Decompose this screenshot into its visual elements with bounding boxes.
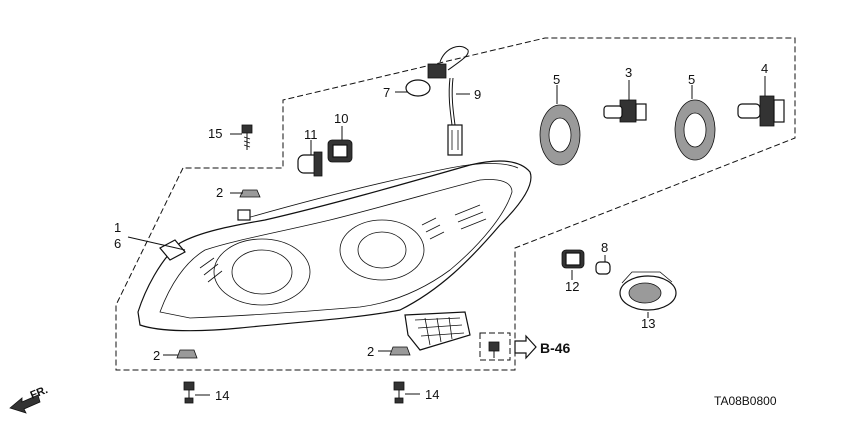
callout-4: 4 xyxy=(761,61,768,76)
bolt-left[interactable] xyxy=(183,381,195,404)
bulb-cap-left[interactable] xyxy=(539,104,581,166)
callout-9: 9 xyxy=(474,87,481,102)
turn-bulb-part[interactable] xyxy=(595,261,611,275)
callout-3: 3 xyxy=(625,65,632,80)
callout-7: 7 xyxy=(383,85,390,100)
diagram-code: TA08B0800 xyxy=(714,394,777,408)
callout-14-middle: 14 xyxy=(425,387,439,402)
callout-12: 12 xyxy=(565,279,579,294)
group-boundary xyxy=(115,37,796,371)
clip-top[interactable] xyxy=(239,189,261,198)
callout-8: 8 xyxy=(601,240,608,255)
bulb-cap-right[interactable] xyxy=(674,99,716,161)
callout-labels: 15 2 1 6 2 2 14 14 11 10 7 9 5 3 5 4 8 1… xyxy=(114,61,768,403)
callout-10: 10 xyxy=(334,111,348,126)
bolt-middle[interactable] xyxy=(393,381,405,404)
direction-label: FR. xyxy=(29,384,50,402)
reference-arrow[interactable] xyxy=(479,332,537,361)
clip-bottom-left[interactable] xyxy=(176,349,198,359)
callout-11: 11 xyxy=(304,127,318,142)
callout-5-right: 5 xyxy=(688,72,695,87)
callout-14-left: 14 xyxy=(215,388,229,403)
callout-13: 13 xyxy=(641,316,655,331)
harness-part[interactable] xyxy=(405,46,469,156)
clip-bottom-middle[interactable] xyxy=(389,346,411,356)
side-marker-lamp-part[interactable] xyxy=(619,271,677,311)
turn-socket-part[interactable] xyxy=(561,249,585,269)
leader-lines xyxy=(127,76,766,396)
front-direction-arrow xyxy=(9,394,41,414)
screw-part[interactable] xyxy=(241,124,253,150)
callout-15: 15 xyxy=(208,126,222,141)
callout-2-top: 2 xyxy=(216,185,223,200)
callout-1: 1 xyxy=(114,220,121,235)
bulb-hb3-part[interactable] xyxy=(737,95,785,127)
bracket-grid xyxy=(414,316,465,346)
bulb-h11-part[interactable] xyxy=(603,99,647,123)
callout-5-left: 5 xyxy=(553,72,560,87)
headlight-assembly[interactable] xyxy=(137,160,532,351)
reflector-hatching xyxy=(199,204,487,283)
position-bulb-part[interactable] xyxy=(297,151,323,177)
callout-2-left: 2 xyxy=(153,348,160,363)
callout-2-middle: 2 xyxy=(367,344,374,359)
bolt-reference[interactable] xyxy=(488,341,500,358)
callout-6: 6 xyxy=(114,236,121,251)
bulb-socket-part[interactable] xyxy=(327,139,353,163)
reference-label[interactable]: B-46 xyxy=(540,340,571,356)
